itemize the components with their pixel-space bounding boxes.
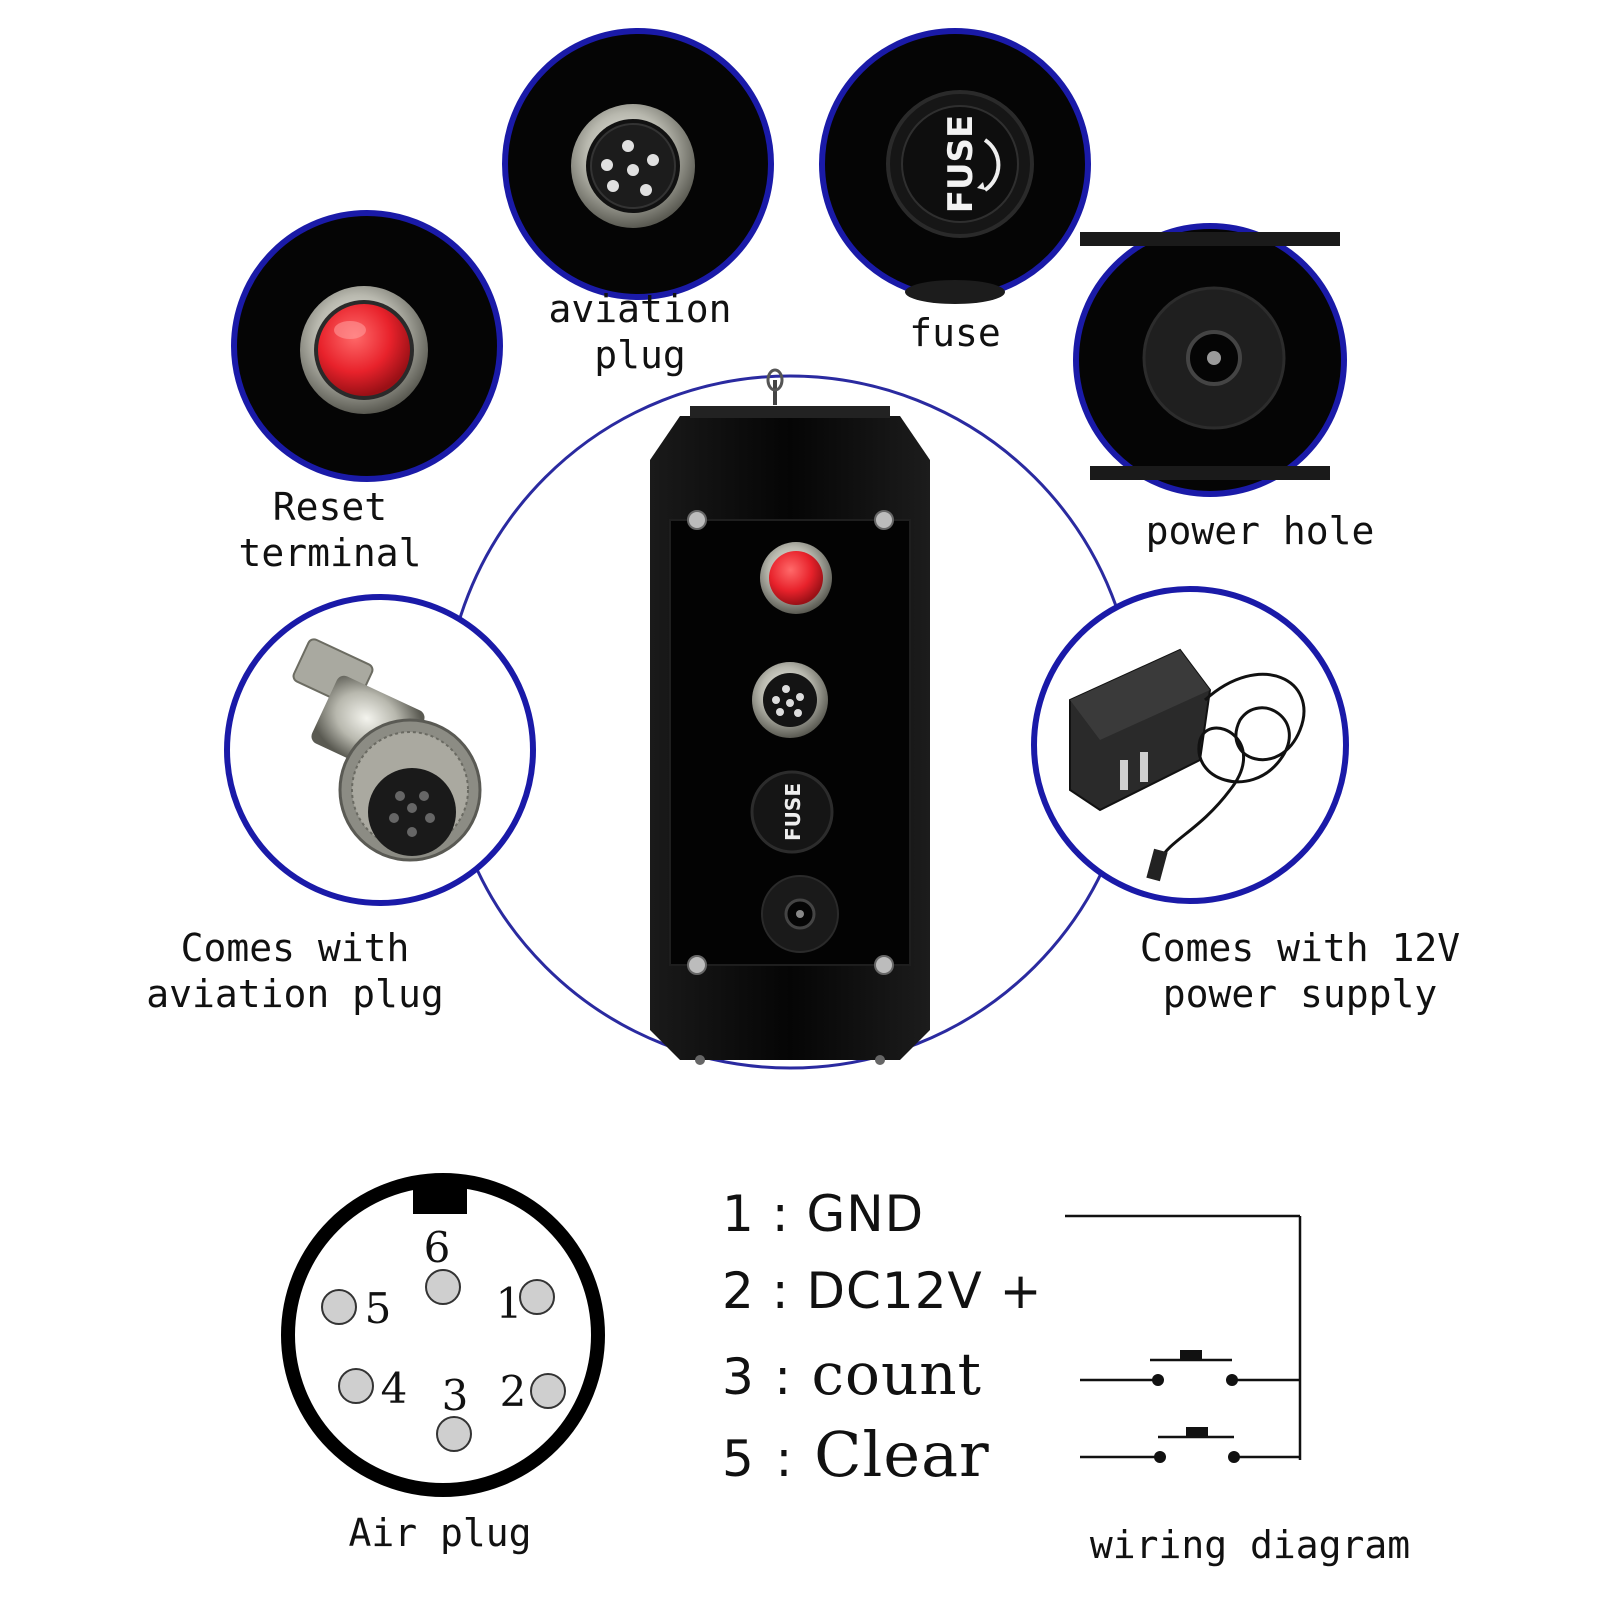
pin-label-3: 3 bbox=[442, 1371, 469, 1420]
pin-label-6: 6 bbox=[424, 1223, 451, 1272]
label-comes-with-aviation-plug: Comes with aviation plug bbox=[146, 926, 444, 1016]
power-hole-detail bbox=[1073, 223, 1347, 497]
aviation-plug-detail bbox=[502, 28, 774, 300]
label-power-hole: power hole bbox=[1145, 509, 1375, 553]
wiring-schematic bbox=[1065, 1214, 1302, 1460]
power-supply-detail bbox=[1031, 586, 1349, 904]
wiring-row-dc12v: 2 : DC12V + bbox=[722, 1262, 1043, 1320]
pin-3-dot bbox=[436, 1416, 472, 1452]
device-body: FUSE bbox=[650, 368, 930, 1065]
air-plug-pinout: 6 5 1 4 3 2 bbox=[281, 1173, 605, 1497]
fuse-detail: FUSE bbox=[819, 28, 1091, 304]
pin-label-5: 5 bbox=[365, 1284, 392, 1333]
pin-2-dot bbox=[530, 1373, 566, 1409]
pin-4-dot bbox=[338, 1368, 374, 1404]
wiring-row-gnd: 1 : GND bbox=[722, 1185, 925, 1243]
pin-label-4: 4 bbox=[381, 1364, 408, 1413]
pin-6-dot bbox=[425, 1269, 461, 1305]
reset-detail bbox=[231, 210, 503, 482]
wiring-switch-contacts bbox=[1152, 1350, 1240, 1463]
wiring-row-clear: 5 : Clear bbox=[722, 1418, 990, 1491]
label-aviation-plug: aviation plug bbox=[548, 287, 732, 377]
pin-5-dot bbox=[321, 1289, 357, 1325]
pin-label-1: 1 bbox=[496, 1279, 523, 1328]
label-comes-with-power-supply: Comes with 12V power supply bbox=[1139, 926, 1461, 1016]
label-fuse: fuse bbox=[909, 311, 1001, 355]
fuse-cap-text: FUSE bbox=[941, 115, 981, 214]
label-reset-terminal: Reset terminal bbox=[238, 485, 422, 575]
caption-air-plug: Air plug bbox=[348, 1511, 532, 1555]
cable-plug-detail bbox=[224, 594, 536, 906]
pin-label-2: 2 bbox=[500, 1367, 527, 1416]
wiring-row-count: 3 : count bbox=[722, 1340, 982, 1408]
pin-1-dot bbox=[519, 1279, 555, 1315]
device-fuse-text: FUSE bbox=[781, 783, 805, 841]
caption-wiring-diagram: wiring diagram bbox=[1089, 1523, 1411, 1567]
